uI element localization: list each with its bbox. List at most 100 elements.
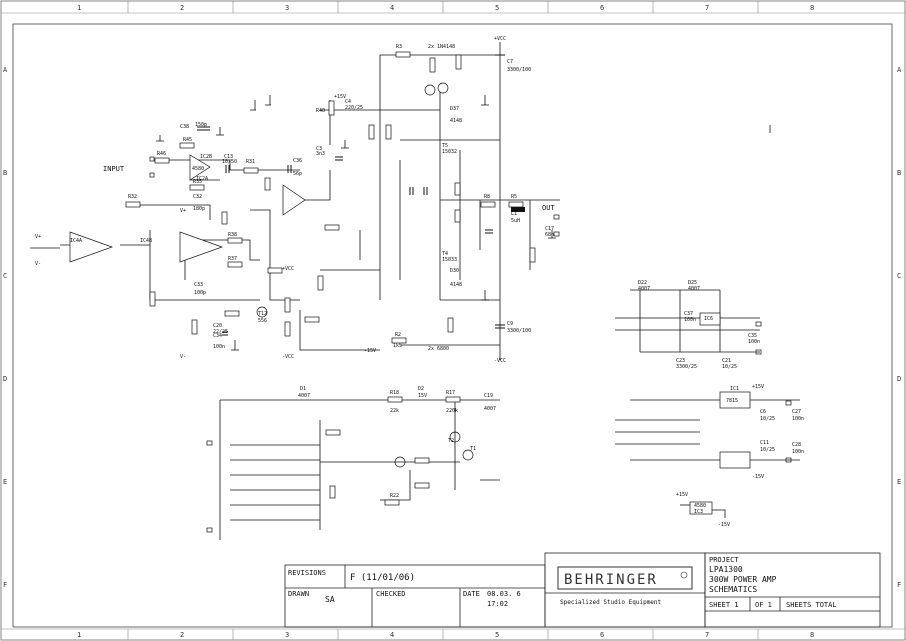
svg-text:2: 2	[180, 4, 184, 12]
svg-text:C: C	[3, 272, 7, 280]
svg-text:3n3: 3n3	[316, 151, 325, 157]
svg-text:IC3: IC3	[694, 509, 703, 515]
checked-label: CHECKED	[376, 590, 406, 598]
svg-text:C21: C21	[722, 358, 731, 364]
svg-text:10/50: 10/50	[222, 159, 237, 165]
svg-text:IC6: IC6	[704, 316, 713, 322]
svg-text:+15V: +15V	[752, 384, 764, 390]
svg-text:D: D	[897, 375, 901, 383]
svg-text:8: 8	[810, 4, 814, 12]
svg-text:C17: C17	[545, 226, 554, 232]
svg-text:6: 6	[600, 631, 604, 639]
svg-text:4: 4	[390, 4, 394, 12]
svg-text:3300/100: 3300/100	[507, 328, 531, 334]
svg-text:C37: C37	[684, 311, 693, 317]
svg-text:R31: R31	[246, 159, 255, 165]
svg-text:T12: T12	[258, 311, 267, 317]
svg-text:15V: 15V	[418, 393, 427, 399]
svg-text:IC2B: IC2B	[200, 154, 212, 160]
svg-text:R3: R3	[396, 44, 402, 50]
svg-text:C34: C34	[213, 333, 222, 339]
svg-text:1: 1	[77, 631, 81, 639]
svg-text:C35: C35	[748, 333, 757, 339]
svg-text:E: E	[897, 478, 901, 486]
svg-text:C6: C6	[760, 409, 766, 415]
svg-text:8: 8	[810, 631, 814, 639]
output-label: OUT	[542, 204, 555, 212]
svg-text:15032: 15032	[442, 149, 457, 155]
signal-labels: INPUT OUT +VCC -VCC +VCC -VCC +15V -15V …	[35, 36, 555, 364]
svg-text:D25: D25	[688, 280, 697, 286]
opamp-ic4b	[179, 231, 224, 263]
date-label: DATE	[463, 590, 480, 598]
revisions-label: REVISIONS	[288, 569, 326, 577]
psu-section: D22 4007 D25 4007 C37 100n IC6 C23 3300/…	[615, 280, 760, 370]
svg-text:R38: R38	[228, 232, 237, 238]
svg-text:100n: 100n	[748, 339, 760, 345]
svg-text:C3: C3	[316, 146, 322, 152]
svg-text:4007: 4007	[688, 286, 700, 292]
svg-text:C23: C23	[676, 358, 685, 364]
svg-text:R35: R35	[193, 179, 202, 185]
svg-text:IC2A: IC2A	[196, 176, 208, 182]
project-desc: 300W POWER AMP	[709, 575, 777, 584]
svg-text:C19: C19	[484, 393, 493, 399]
svg-text:R2: R2	[395, 332, 401, 338]
opamp-ic4a	[69, 231, 114, 263]
svg-text:4: 4	[390, 631, 394, 639]
sheet-of: OF 1	[755, 601, 772, 609]
svg-text:C33: C33	[194, 282, 203, 288]
svg-text:220/25: 220/25	[345, 105, 363, 111]
svg-text:-15V: -15V	[718, 522, 730, 528]
svg-text:+VCC: +VCC	[494, 36, 506, 42]
svg-text:+15V: +15V	[334, 94, 346, 100]
svg-text:T5: T5	[442, 143, 448, 149]
svg-text:C20: C20	[213, 323, 222, 329]
row-labels: A B C D E F A B C D E F	[3, 66, 902, 589]
svg-text:3300/25: 3300/25	[676, 364, 697, 370]
svg-text:R37: R37	[228, 256, 237, 262]
svg-text:7: 7	[705, 4, 709, 12]
svg-text:B: B	[3, 169, 7, 177]
svg-text:C38: C38	[180, 124, 189, 130]
svg-text:2x 6800: 2x 6800	[428, 346, 449, 352]
svg-text:22/25: 22/25	[213, 329, 228, 335]
title-block: REVISIONS F (11/01/06) DRAWN SA CHECKED …	[284, 552, 881, 628]
svg-text:V-: V-	[35, 261, 41, 267]
svg-text:D2: D2	[418, 386, 424, 392]
drawn-value: SA	[325, 595, 335, 604]
drawn-label: DRAWN	[288, 590, 309, 598]
time-value: 17:02	[487, 600, 508, 608]
svg-text:-VCC: -VCC	[282, 354, 294, 360]
input-label: INPUT	[103, 165, 125, 173]
svg-text:5: 5	[495, 4, 499, 12]
svg-text:7815: 7815	[726, 398, 738, 404]
svg-text:L1: L1	[511, 211, 517, 217]
svg-text:R17: R17	[446, 390, 455, 396]
svg-text:100n: 100n	[792, 449, 804, 455]
svg-text:4007: 4007	[484, 406, 496, 412]
svg-text:D37: D37	[450, 106, 459, 112]
svg-text:C32: C32	[193, 194, 202, 200]
svg-text:A: A	[3, 66, 8, 74]
svg-text:4580: 4580	[192, 166, 204, 172]
svg-text:R5: R5	[511, 194, 517, 200]
svg-text:C13: C13	[224, 154, 233, 160]
svg-text:10/25: 10/25	[760, 447, 775, 453]
revision-value: F (11/01/06)	[350, 573, 415, 583]
svg-text:150p: 150p	[195, 122, 207, 128]
svg-text:7: 7	[705, 631, 709, 639]
svg-text:2: 2	[180, 631, 184, 639]
svg-text:R32: R32	[128, 194, 137, 200]
svg-text:A: A	[897, 66, 902, 74]
svg-text:4148: 4148	[450, 282, 462, 288]
svg-text:V+: V+	[35, 234, 41, 240]
svg-text:2x 1N4148: 2x 1N4148	[428, 44, 455, 50]
svg-text:R22: R22	[390, 493, 399, 499]
svg-text:100n: 100n	[792, 416, 804, 422]
svg-text:100n: 100n	[213, 344, 225, 350]
svg-text:1k5: 1k5	[393, 343, 402, 349]
svg-text:5uH: 5uH	[511, 218, 520, 224]
svg-text:5: 5	[495, 631, 499, 639]
